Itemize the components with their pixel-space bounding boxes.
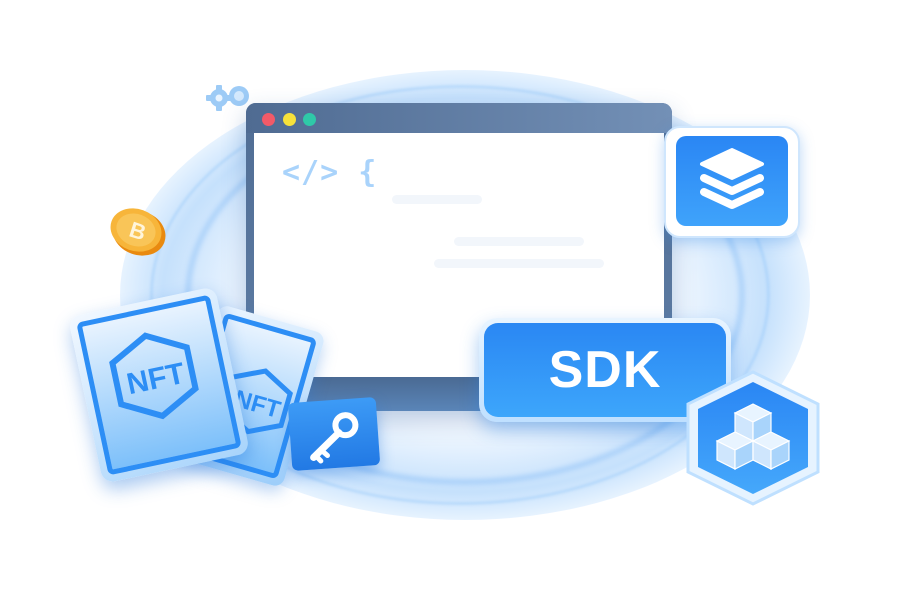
minimize-dot-icon [283,113,296,126]
layers-card [664,126,800,238]
cubes-hexagon-badge [686,370,820,506]
placeholder-line [434,259,604,268]
bitcoin-coin-icon: B [110,208,166,256]
svg-text:NFT: NFT [124,357,188,401]
placeholder-line [392,195,482,204]
code-icon: </> { [282,155,378,190]
maximize-dot-icon [303,113,316,126]
sdk-label: SDK [548,341,662,399]
sdk-badge: SDK [479,318,731,422]
svg-text:B: B [126,217,149,246]
placeholder-line [454,237,584,246]
browser-titlebar [246,103,672,133]
background-ring [150,85,770,505]
key-icon [310,412,359,464]
key-card [287,397,381,471]
cubes-icon [715,403,791,470]
nft-hexagon-icon: NFT [109,332,199,420]
close-dot-icon [262,113,275,126]
nft-card-front: NFT [67,286,251,484]
layers-icon [700,148,764,209]
gear-icon [206,85,249,111]
